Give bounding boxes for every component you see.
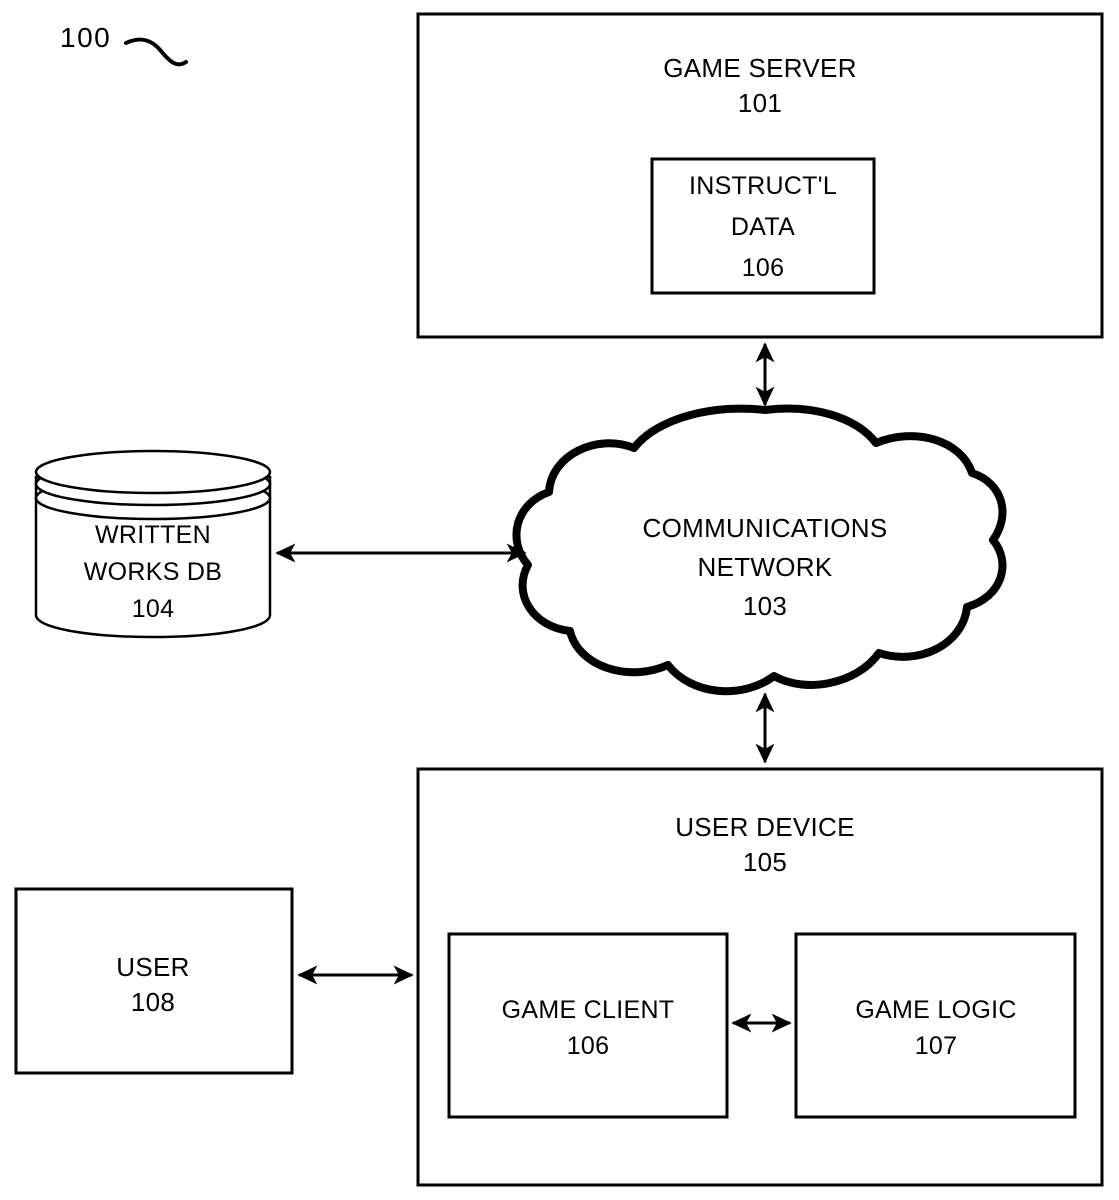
user-box xyxy=(14,887,294,1075)
written-works-db-ref: 104 xyxy=(131,595,175,623)
figure-number: 100 xyxy=(60,22,112,53)
user-device-ref: 105 xyxy=(742,847,788,877)
figure-lead-squiggle-icon xyxy=(124,37,188,67)
written-works-db-disc-1 xyxy=(34,449,272,495)
written-works-db-line2: WORKS DB xyxy=(83,558,223,586)
game-server-ref: 101 xyxy=(737,88,783,118)
communications-network-line1: COMMUNICATIONS xyxy=(642,513,888,543)
game-server-title: GAME SERVER xyxy=(663,53,857,83)
written-works-db-line1: WRITTEN xyxy=(95,521,211,549)
user-device-title: USER DEVICE xyxy=(675,812,855,842)
communications-network-ref: 103 xyxy=(742,591,788,621)
game-logic-box xyxy=(794,932,1077,1119)
user-title: USER xyxy=(116,952,190,982)
game-logic-title: GAME LOGIC xyxy=(855,996,1017,1024)
communications-network-line2: NETWORK xyxy=(697,552,833,582)
user-ref: 108 xyxy=(130,987,176,1017)
game-logic-ref: 107 xyxy=(914,1032,958,1060)
instructional-data-line1: INSTRUCT'L xyxy=(688,172,838,200)
communications-network-cloud xyxy=(512,404,1007,696)
instructional-data-line2: DATA xyxy=(730,213,796,241)
instructional-data-box xyxy=(650,157,876,295)
instructional-data-ref: 106 xyxy=(741,254,785,282)
game-client-box xyxy=(447,932,729,1119)
game-client-ref: 106 xyxy=(566,1032,610,1060)
game-client-title: GAME CLIENT xyxy=(501,996,675,1024)
